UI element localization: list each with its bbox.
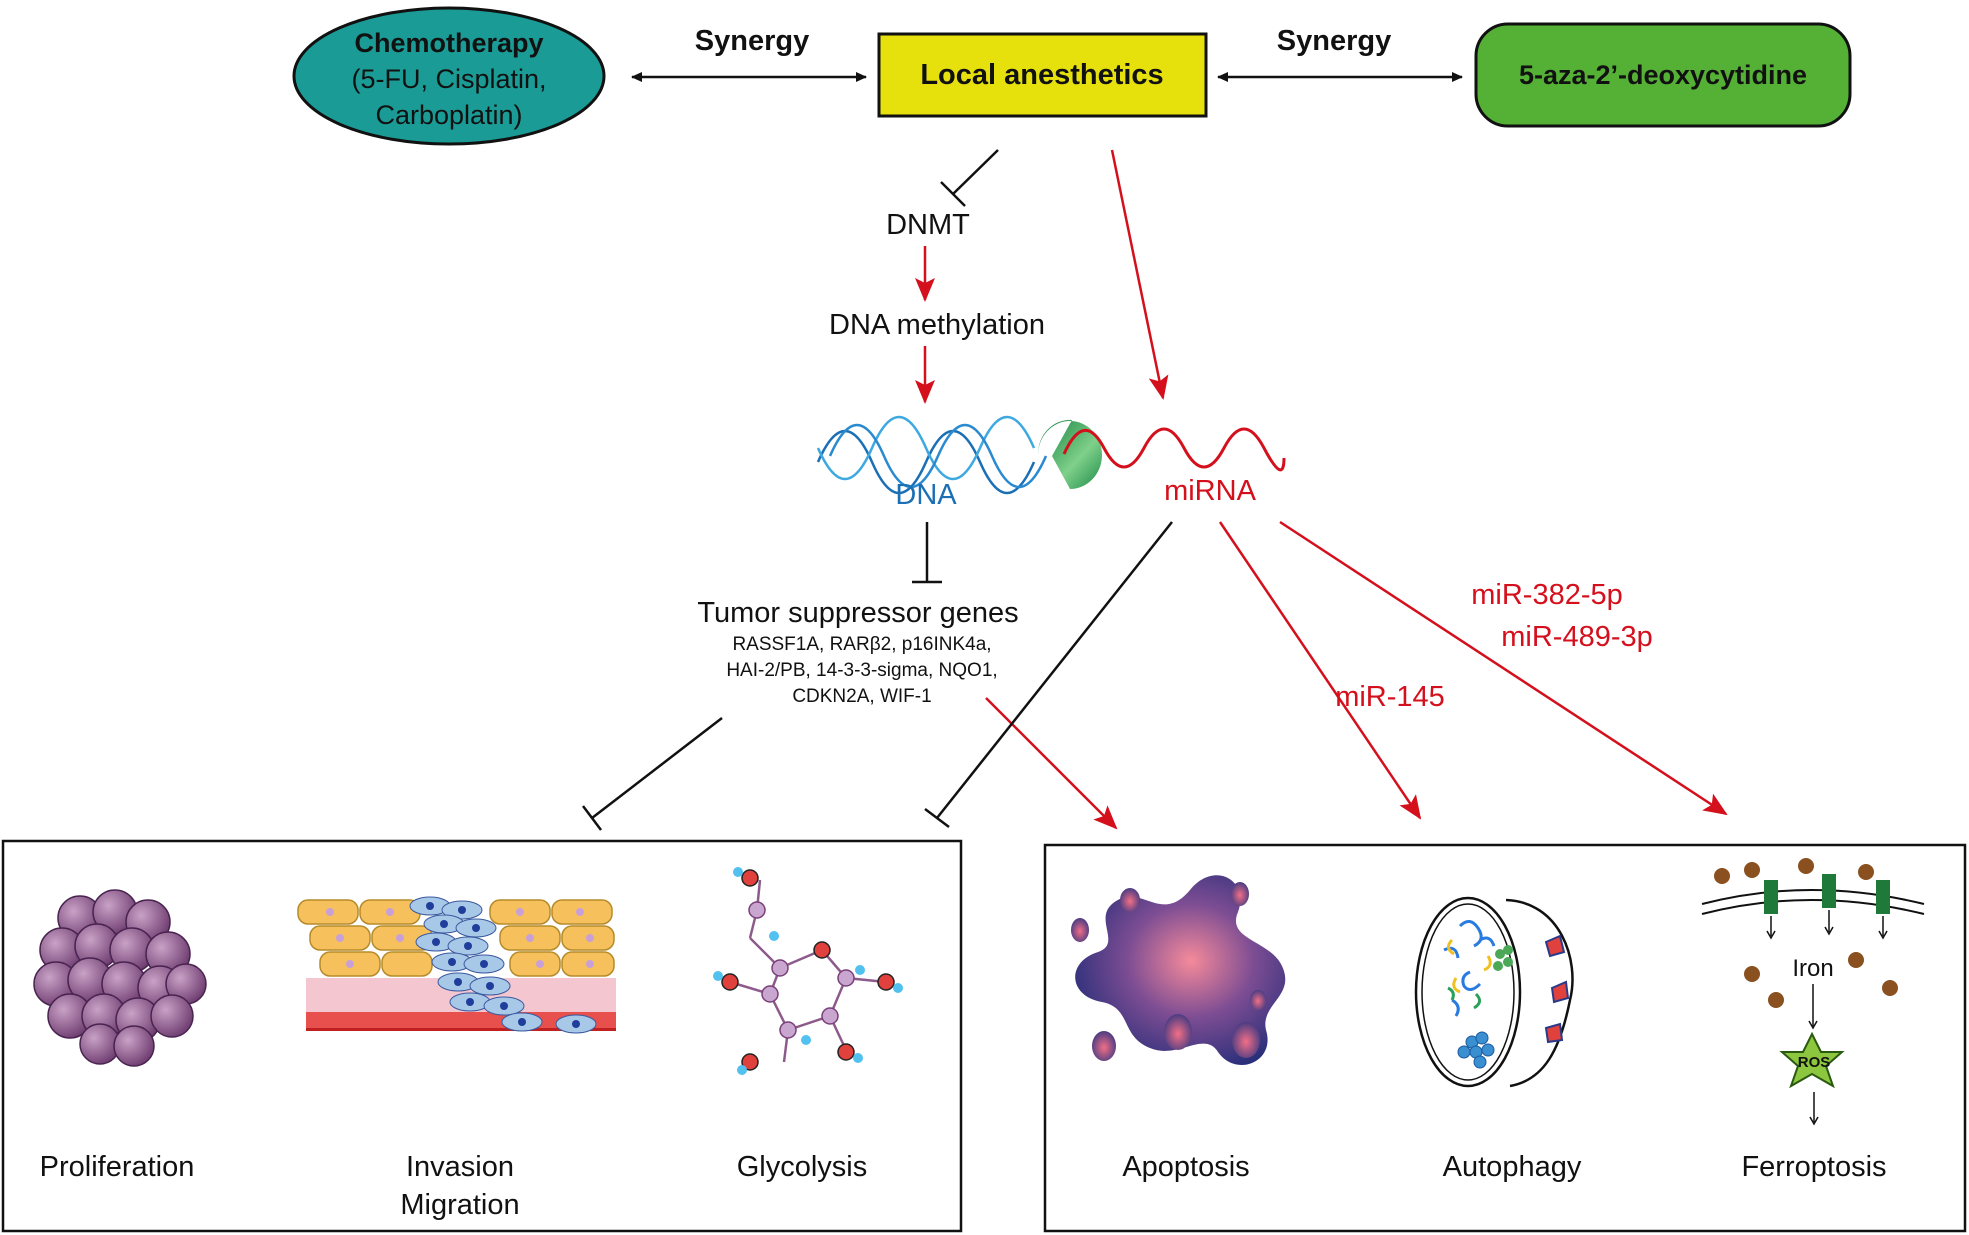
mirna-to-autophagy-arrow <box>1218 521 1422 820</box>
chemotherapy-node: Chemotherapy (5-FU, Cisplatin, Carboplat… <box>292 6 606 146</box>
mirna-label: miRNA <box>1164 475 1256 507</box>
ros-label: ROS <box>1798 1054 1831 1071</box>
ferroptosis-icon <box>1701 858 1925 1126</box>
anesthetics-to-mirna-arrow <box>1110 149 1169 400</box>
apoptosis-label: Apoptosis <box>1122 1151 1249 1183</box>
chemotherapy-drugs-line1: (5-FU, Cisplatin, <box>351 64 546 94</box>
glucose-molecule-icon <box>713 867 903 1075</box>
mirna-wave-icon <box>1062 427 1286 472</box>
glycolysis-label: Glycolysis <box>737 1151 868 1183</box>
dna-helix-icon <box>816 416 1048 494</box>
iron-label: Iron <box>1792 955 1833 982</box>
migration-label: Migration <box>400 1189 519 1221</box>
local-anesthetics-node: Local anesthetics <box>877 32 1208 118</box>
dnmt-label: DNMT <box>886 209 970 241</box>
synergy-right-label: Synergy <box>1277 25 1391 57</box>
aza-node: 5-aza-2’-deoxycytidine <box>1474 22 1852 128</box>
binding-protein-icon <box>1037 419 1102 489</box>
dna-label: DNA <box>895 479 957 511</box>
tsg-to-left-panel-inhibition <box>582 717 723 831</box>
autophagy-label: Autophagy <box>1443 1151 1582 1183</box>
ferroptosis-label: Ferroptosis <box>1741 1151 1886 1183</box>
mir-145-label: miR-145 <box>1335 681 1445 713</box>
autophagosome-icon <box>1414 896 1574 1088</box>
right-outcomes-panel <box>1043 843 1967 1233</box>
tsg-to-apoptosis-arrow <box>985 697 1118 830</box>
chemotherapy-drugs-line2: Carboplatin) <box>375 100 522 130</box>
proliferation-label: Proliferation <box>40 1151 195 1183</box>
mir-489-3p-label: miR-489-3p <box>1501 621 1653 653</box>
left-outcomes-panel <box>1 839 963 1233</box>
local-anesthetics-label: Local anesthetics <box>920 59 1163 91</box>
tumor-suppressor-genes-title: Tumor suppressor genes <box>697 597 1018 629</box>
invasion-migration-icon <box>297 896 616 1034</box>
mirna-to-left-panel-inhibition <box>924 521 1173 828</box>
synergy-left-label: Synergy <box>695 25 809 57</box>
apoptotic-cell-icon <box>1071 875 1286 1065</box>
dna-to-tsg-inhibition <box>912 522 942 584</box>
tsg-genes-line3: CDKN2A, WIF-1 <box>792 686 931 707</box>
dna-methylation-label: DNA methylation <box>829 309 1045 341</box>
tsg-genes-line2: HAI-2/PB, 14-3-3-sigma, NQO1, <box>726 660 997 681</box>
mir-382-5p-label: miR-382-5p <box>1471 579 1623 611</box>
tsg-genes-line1: RASSF1A, RARβ2, p16INK4a, <box>732 634 991 655</box>
invasion-label: Invasion <box>406 1151 514 1183</box>
mirna-to-ferroptosis-arrow <box>1279 520 1728 816</box>
dnmt-inhibition-arrow <box>940 149 999 207</box>
cell-cluster-icon <box>33 889 207 1067</box>
chemotherapy-title: Chemotherapy <box>354 28 543 58</box>
aza-label: 5-aza-2’-deoxycytidine <box>1519 60 1807 90</box>
